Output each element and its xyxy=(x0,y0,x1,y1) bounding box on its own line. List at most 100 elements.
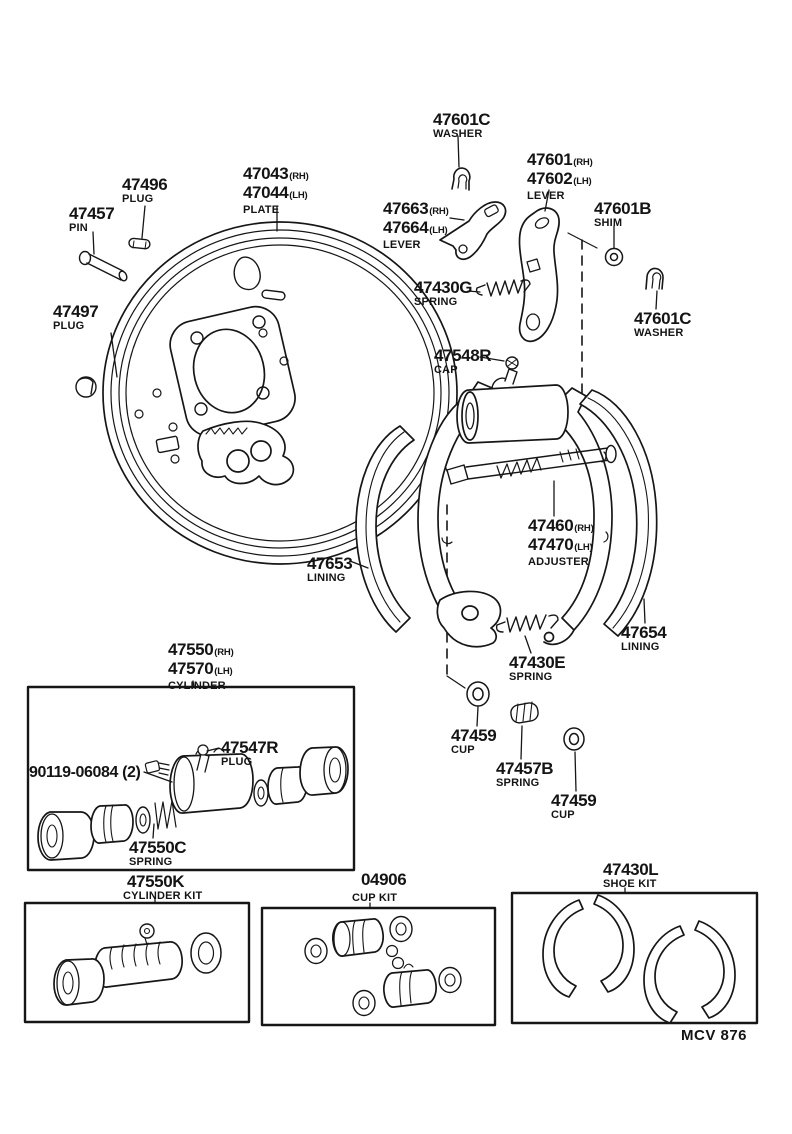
part-number: 47430E xyxy=(509,653,566,672)
part-number: 47459 xyxy=(551,791,597,810)
label-cup-left: 47459 CUP xyxy=(451,727,497,757)
part-number: 47601 xyxy=(527,150,573,169)
label-plug-47547r: 47547R PLUG xyxy=(221,738,279,769)
part-desc: LEVER xyxy=(527,190,565,202)
figure-code: MCV 876 xyxy=(681,1027,748,1044)
part-suffix: (LH) xyxy=(574,542,593,553)
part-number: 47602 xyxy=(527,169,573,188)
washer-47601c-right-drawing xyxy=(645,267,664,290)
part-desc: CUP xyxy=(551,809,575,821)
part-desc: ADJUSTER xyxy=(528,556,589,568)
part-desc: SHOE KIT xyxy=(603,878,657,890)
part-desc: PIN xyxy=(69,222,88,234)
part-desc: CUP KIT xyxy=(352,892,398,904)
part-desc: SPRING xyxy=(414,296,458,308)
lining-47654-drawing xyxy=(579,389,658,637)
part-desc: CUP xyxy=(451,744,475,756)
brake-shoe-web-right-drawing xyxy=(543,387,613,646)
part-desc: PLUG xyxy=(221,756,253,768)
part-desc: WASHER xyxy=(634,327,684,339)
leader-lines xyxy=(92,135,658,909)
part-desc: LEVER xyxy=(383,239,421,251)
spring-47457b-drawing xyxy=(510,701,539,724)
shim-47601b-drawing xyxy=(604,247,624,267)
label-spring-47430g: 47430G SPRING xyxy=(414,278,473,309)
wheel-cylinder-drawing xyxy=(456,368,569,444)
spring-47430g-drawing xyxy=(475,279,531,297)
washer-47601c-top-drawing xyxy=(451,167,471,191)
label-kit-shoe: 47430L SHOE KIT xyxy=(603,860,659,891)
part-suffix: (RH) xyxy=(429,206,449,217)
label-washer-right: 47601C WASHER xyxy=(634,309,692,340)
part-number: 47430L xyxy=(603,860,659,879)
label-washer-top: 47601C WASHER xyxy=(433,110,491,141)
cup-kit-box xyxy=(260,906,497,1027)
backing-plate-drawing xyxy=(102,221,458,565)
part-number: 47570 xyxy=(168,659,214,678)
cap-47548r-drawing xyxy=(505,356,519,370)
part-number: 47663 xyxy=(383,199,429,218)
part-number: 04906 xyxy=(361,870,407,889)
part-desc: LINING xyxy=(621,641,660,653)
part-number: 47653 xyxy=(307,554,353,573)
label-adjuster: 47460(RH) 47470(LH) ADJUSTER xyxy=(528,516,594,569)
label-pin-47457: 47457 PIN xyxy=(69,205,115,235)
part-number: 47601C xyxy=(634,309,692,328)
label-kit-cup: 04906 CUP KIT xyxy=(352,870,407,905)
part-desc: WASHER xyxy=(433,128,483,140)
part-desc: PLUG xyxy=(122,193,154,205)
part-number: 47548R xyxy=(434,346,492,365)
part-suffix: (LH) xyxy=(573,176,592,187)
part-number: 47601C xyxy=(433,110,491,129)
part-number: 47044 xyxy=(243,183,289,202)
part-number: 47470 xyxy=(528,535,574,554)
part-number: 47601B xyxy=(594,199,652,218)
part-desc: SPRING xyxy=(129,856,173,868)
part-number: 47460 xyxy=(528,516,574,535)
part-number: 47497 xyxy=(53,302,99,321)
label-lever-47663: 47663(RH) 47664(LH) LEVER xyxy=(383,199,449,252)
part-number: 47550C xyxy=(129,838,187,857)
cup-47459-left-drawing xyxy=(466,681,490,707)
part-number: 47664 xyxy=(383,218,429,237)
part-number: 47550K xyxy=(127,872,185,891)
pin-47457-drawing xyxy=(78,250,128,282)
label-shim-47601b: 47601B SHIM xyxy=(594,199,652,230)
lever-47663-drawing xyxy=(439,201,507,260)
cylinder-kit-box xyxy=(23,901,251,1024)
spring-47430e-drawing xyxy=(495,614,559,633)
part-desc: SHIM xyxy=(594,217,623,229)
part-number: 47457B xyxy=(496,759,554,778)
part-number: 47430G xyxy=(414,278,473,297)
part-number: 47550 xyxy=(168,640,214,659)
part-desc: PLUG xyxy=(53,320,85,332)
part-desc: LINING xyxy=(307,572,346,584)
label-cap-47548r: 47548R CAP xyxy=(434,346,492,377)
lining-47653-drawing xyxy=(355,425,415,633)
label-cup-right: 47459 CUP xyxy=(551,791,597,822)
part-desc: CAP xyxy=(434,364,458,376)
part-desc: CYLINDER xyxy=(168,680,226,692)
label-plug-47497: 47497 PLUG xyxy=(53,302,99,333)
label-bolt-90119: 90119-06084 (2) xyxy=(29,764,141,781)
part-suffix: (LH) xyxy=(289,190,308,201)
part-number: 47496 xyxy=(122,175,168,194)
label-lining-47653: 47653 LINING xyxy=(307,554,353,585)
label-plug-47496: 47496 PLUG xyxy=(122,175,168,206)
cup-47459-right-drawing xyxy=(563,727,585,751)
part-desc: CYLINDER KIT xyxy=(123,890,203,902)
part-number: 90119-06084 (2) xyxy=(29,764,141,781)
part-number: 47547R xyxy=(221,738,279,757)
label-spring-47550c: 47550C SPRING xyxy=(129,838,187,869)
shoe-kit-box xyxy=(510,891,759,1025)
part-number: 47043 xyxy=(243,164,289,183)
part-desc: PLATE xyxy=(243,204,280,216)
label-spring-47430e: 47430E SPRING xyxy=(509,653,566,684)
label-spring-47457b: 47457B SPRING xyxy=(496,759,554,790)
part-desc: SPRING xyxy=(509,671,553,683)
part-suffix: (RH) xyxy=(574,523,594,534)
part-suffix: (RH) xyxy=(289,171,309,182)
plug-47497-drawing xyxy=(75,376,97,398)
label-lever-47601: 47601(RH) 47602(LH) LEVER xyxy=(527,150,593,203)
